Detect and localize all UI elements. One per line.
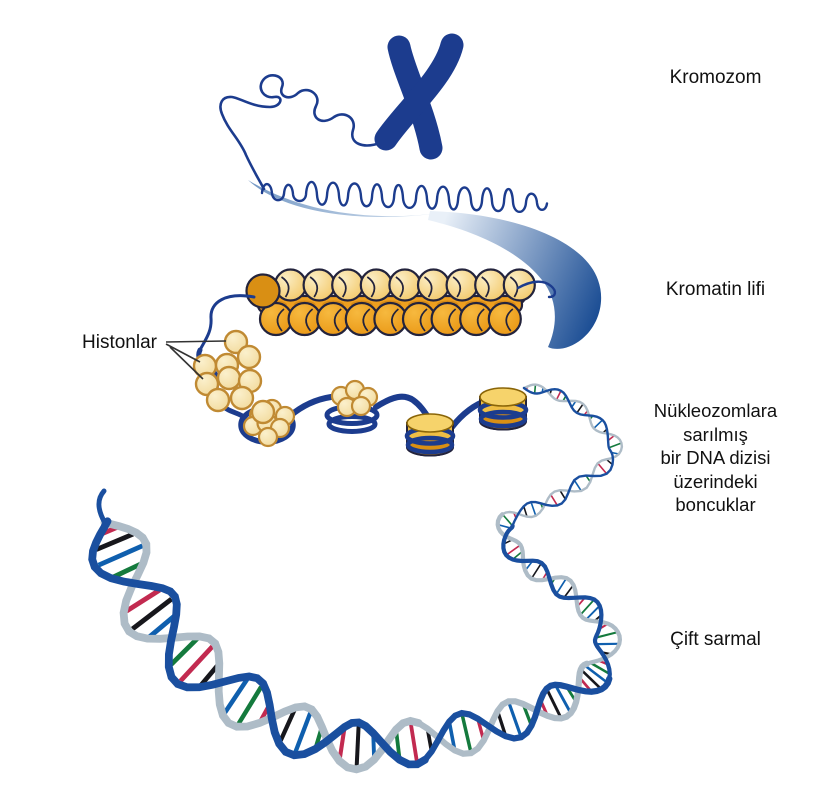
nucleosome-bead2-histones (330, 379, 379, 418)
nucleosomes-label-line1: Nükleozomlara (653, 400, 778, 421)
disc1-dna-wrap2 (405, 435, 455, 455)
nucleosome-disc1 (404, 413, 456, 457)
nucleosomes-label-line3: bir DNA dizisi (660, 447, 771, 468)
nucleosomes-label-line2: sarılmış (683, 423, 748, 445)
chromatin-zigzag-loops (260, 180, 549, 214)
string-c (373, 393, 431, 420)
histone-pointer-lines (165, 340, 227, 380)
nucleosomes-label: Nükleozomlara sarılmış bir DNA dizisi üz… (617, 399, 814, 517)
chromatid-right (374, 33, 464, 151)
chromosome-shape (374, 33, 464, 160)
nucleosome-disc2 (477, 387, 529, 431)
chromatin-fiber-beads (245, 268, 536, 337)
fiber-right-thread (516, 280, 557, 299)
bead2-wrap2 (326, 414, 378, 434)
double-helix-label: Çift sarmal (670, 629, 761, 650)
dna-double-helix (88, 383, 624, 774)
free-histones (192, 329, 276, 425)
condensing-swoosh (428, 211, 602, 349)
chromatin-fiber-label: Kromatin lifi (665, 279, 766, 300)
nucleosomes-label-line5: boncuklar (675, 494, 756, 515)
zigzag-path (260, 180, 549, 214)
unraveling-dna-squiggle (219, 74, 385, 191)
histones-label: Histonlar (82, 332, 157, 353)
helix-end-cap (96, 488, 108, 526)
chromosome-label: Kromozom (669, 67, 762, 88)
chromatin-shading-wedge (248, 180, 440, 217)
nucleosomes-label-line4: üzerindeki (673, 470, 758, 492)
disc2-dna-wrap2 (478, 409, 528, 429)
